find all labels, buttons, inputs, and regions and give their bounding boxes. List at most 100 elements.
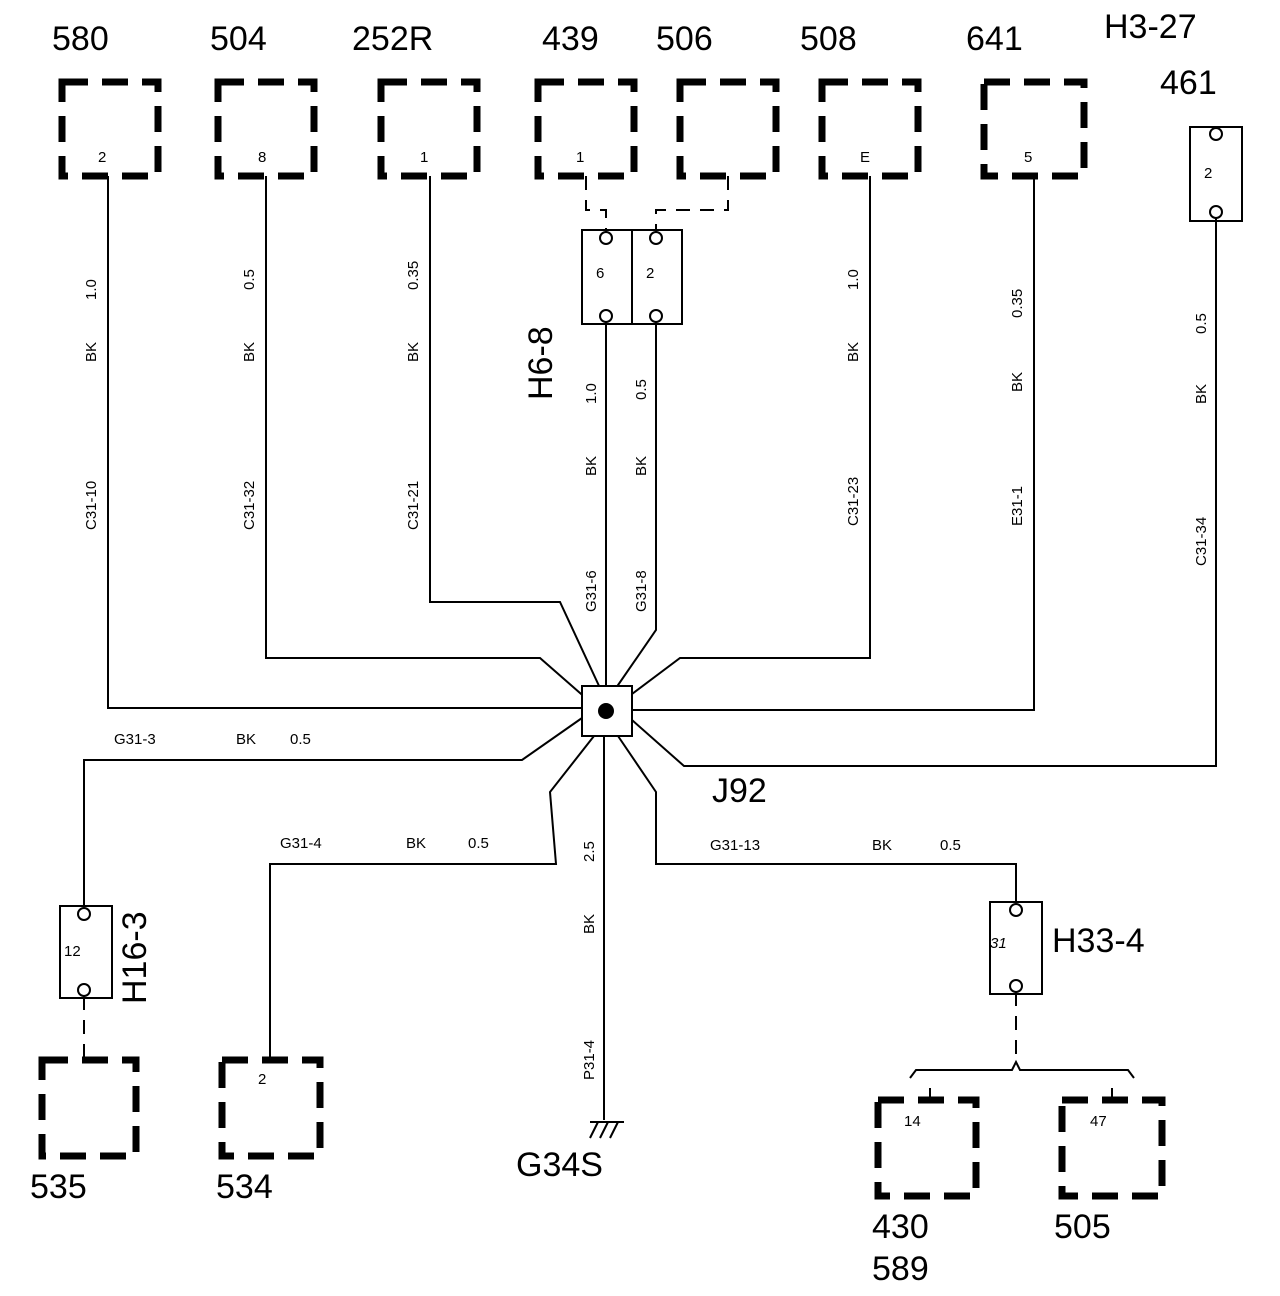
pin-label-641: 5: [1024, 149, 1032, 166]
component-439: 1: [534, 78, 638, 180]
connector-sublabel-461: 461: [1160, 64, 1217, 102]
component-label-580: 580: [52, 20, 109, 58]
component-label-505: 505: [1054, 1208, 1111, 1246]
wire-size-g31-8: 0.5: [633, 379, 650, 400]
pin-label-h3-27: 2: [1204, 165, 1212, 182]
dashed-link-506: [655, 176, 729, 232]
pin-label-439: 1: [576, 149, 584, 166]
connector-label-h16-3: H16-3: [116, 911, 154, 1004]
component-label-439: 439: [542, 20, 599, 58]
wire-circuit-g31-3: G31-3: [114, 731, 156, 748]
pin-label-505: 47: [1090, 1113, 1107, 1130]
component-505: 47: [1058, 1096, 1166, 1200]
pin-label-534: 2: [258, 1071, 266, 1088]
wire-color-g31-3: BK: [236, 731, 256, 748]
ground-label-g34s: G34S: [516, 1146, 603, 1184]
wire-circuit-g31-6: G31-6: [583, 570, 600, 612]
wire-circuit-g31-4: G31-4: [280, 835, 322, 852]
wire-g31-3: [83, 717, 583, 908]
pin-label-580: 2: [98, 149, 106, 166]
pin-label-508: E: [860, 149, 870, 166]
wire-circuit-ground: P31-4: [581, 1040, 598, 1080]
wire-color-461: BK: [1193, 384, 1210, 404]
pin-label-252r: 1: [420, 149, 428, 166]
connector-label-h33-4: H33-4: [1052, 922, 1145, 960]
pin-label-h33-4: 31: [990, 935, 1007, 952]
wire-size-641: 0.35: [1009, 289, 1026, 318]
component-252r: 1: [377, 78, 481, 180]
component-label-641: 641: [966, 20, 1023, 58]
pin-label-h16-3: 12: [64, 943, 81, 960]
wire-circuit-461: C31-34: [1193, 517, 1210, 566]
connector-h33-4: 31: [989, 901, 1043, 995]
component-508: E: [818, 78, 922, 180]
splice-j92: [581, 685, 633, 737]
connector-h3-27: 2: [1189, 126, 1243, 222]
component-641: 5: [980, 78, 1088, 180]
component-430-589: 14: [874, 1096, 980, 1200]
wire-color-g31-13: BK: [872, 837, 892, 854]
wire-color-641: BK: [1009, 372, 1026, 392]
component-535: [38, 1056, 140, 1160]
wire-580: [107, 176, 582, 709]
component-580: 2: [58, 78, 162, 180]
wire-g31-4: [269, 735, 595, 1058]
wire-g31-13: [617, 735, 1017, 906]
splice-label-j92: J92: [712, 772, 767, 810]
connector-h6-8: 6 2: [581, 229, 683, 325]
component-506: [676, 78, 780, 180]
wire-508: [623, 176, 871, 701]
component-label-506: 506: [656, 20, 713, 58]
wire-size-g31-13: 0.5: [940, 837, 961, 854]
wire-circuit-252r: C31-21: [405, 481, 422, 530]
pin-label-430: 14: [904, 1113, 921, 1130]
ground-symbol: [589, 1121, 624, 1139]
component-label-504: 504: [210, 20, 267, 58]
wire-size-504: 0.5: [241, 269, 258, 290]
wire-circuit-g31-13: G31-13: [710, 837, 760, 854]
wire-g31-8: [615, 322, 657, 689]
wire-circuit-504: C31-32: [241, 481, 258, 530]
wire-504: [265, 176, 589, 701]
wire-size-ground: 2.5: [581, 841, 598, 862]
wire-circuit-g31-8: G31-8: [633, 570, 650, 612]
wire-size-461: 0.5: [1193, 313, 1210, 334]
wire-color-ground: BK: [581, 914, 598, 934]
wire-color-252r: BK: [405, 342, 422, 362]
pin-label-h6-8-left: 6: [596, 265, 604, 282]
component-label-589: 589: [872, 1250, 929, 1288]
component-534: 2: [218, 1056, 324, 1160]
wire-252r: [429, 176, 601, 689]
component-label-508: 508: [800, 20, 857, 58]
pin-label-504: 8: [258, 149, 266, 166]
wire-size-252r: 0.35: [405, 261, 422, 290]
wire-size-g31-3: 0.5: [290, 731, 311, 748]
connector-label-h3-27: H3-27: [1104, 8, 1197, 46]
connector-label-h6-8: H6-8: [522, 326, 560, 400]
connector-h16-3: 12: [59, 905, 113, 999]
wire-size-g31-6: 1.0: [583, 383, 600, 404]
wire-size-g31-4: 0.5: [468, 835, 489, 852]
wire-color-g31-6: BK: [583, 456, 600, 476]
component-label-430: 430: [872, 1208, 929, 1246]
wire-461: [631, 218, 1217, 767]
component-label-535: 535: [30, 1168, 87, 1206]
wire-circuit-641: E31-1: [1009, 486, 1026, 526]
component-label-534: 534: [216, 1168, 273, 1206]
component-504: 8: [214, 78, 318, 180]
wire-color-508: BK: [845, 342, 862, 362]
wire-color-g31-8: BK: [633, 456, 650, 476]
wire-641: [632, 176, 1035, 711]
dashed-link-439: [585, 176, 607, 232]
wire-circuit-580: C31-10: [83, 481, 100, 530]
wire-color-580: BK: [83, 342, 100, 362]
branch-bar: [909, 1059, 1135, 1079]
component-label-252r: 252R: [352, 20, 433, 58]
wire-size-580: 1.0: [83, 279, 100, 300]
wire-size-508: 1.0: [845, 269, 862, 290]
pin-label-h6-8-right: 2: [646, 265, 654, 282]
wire-color-g31-4: BK: [406, 835, 426, 852]
wire-color-504: BK: [241, 342, 258, 362]
wire-circuit-508: C31-23: [845, 477, 862, 526]
